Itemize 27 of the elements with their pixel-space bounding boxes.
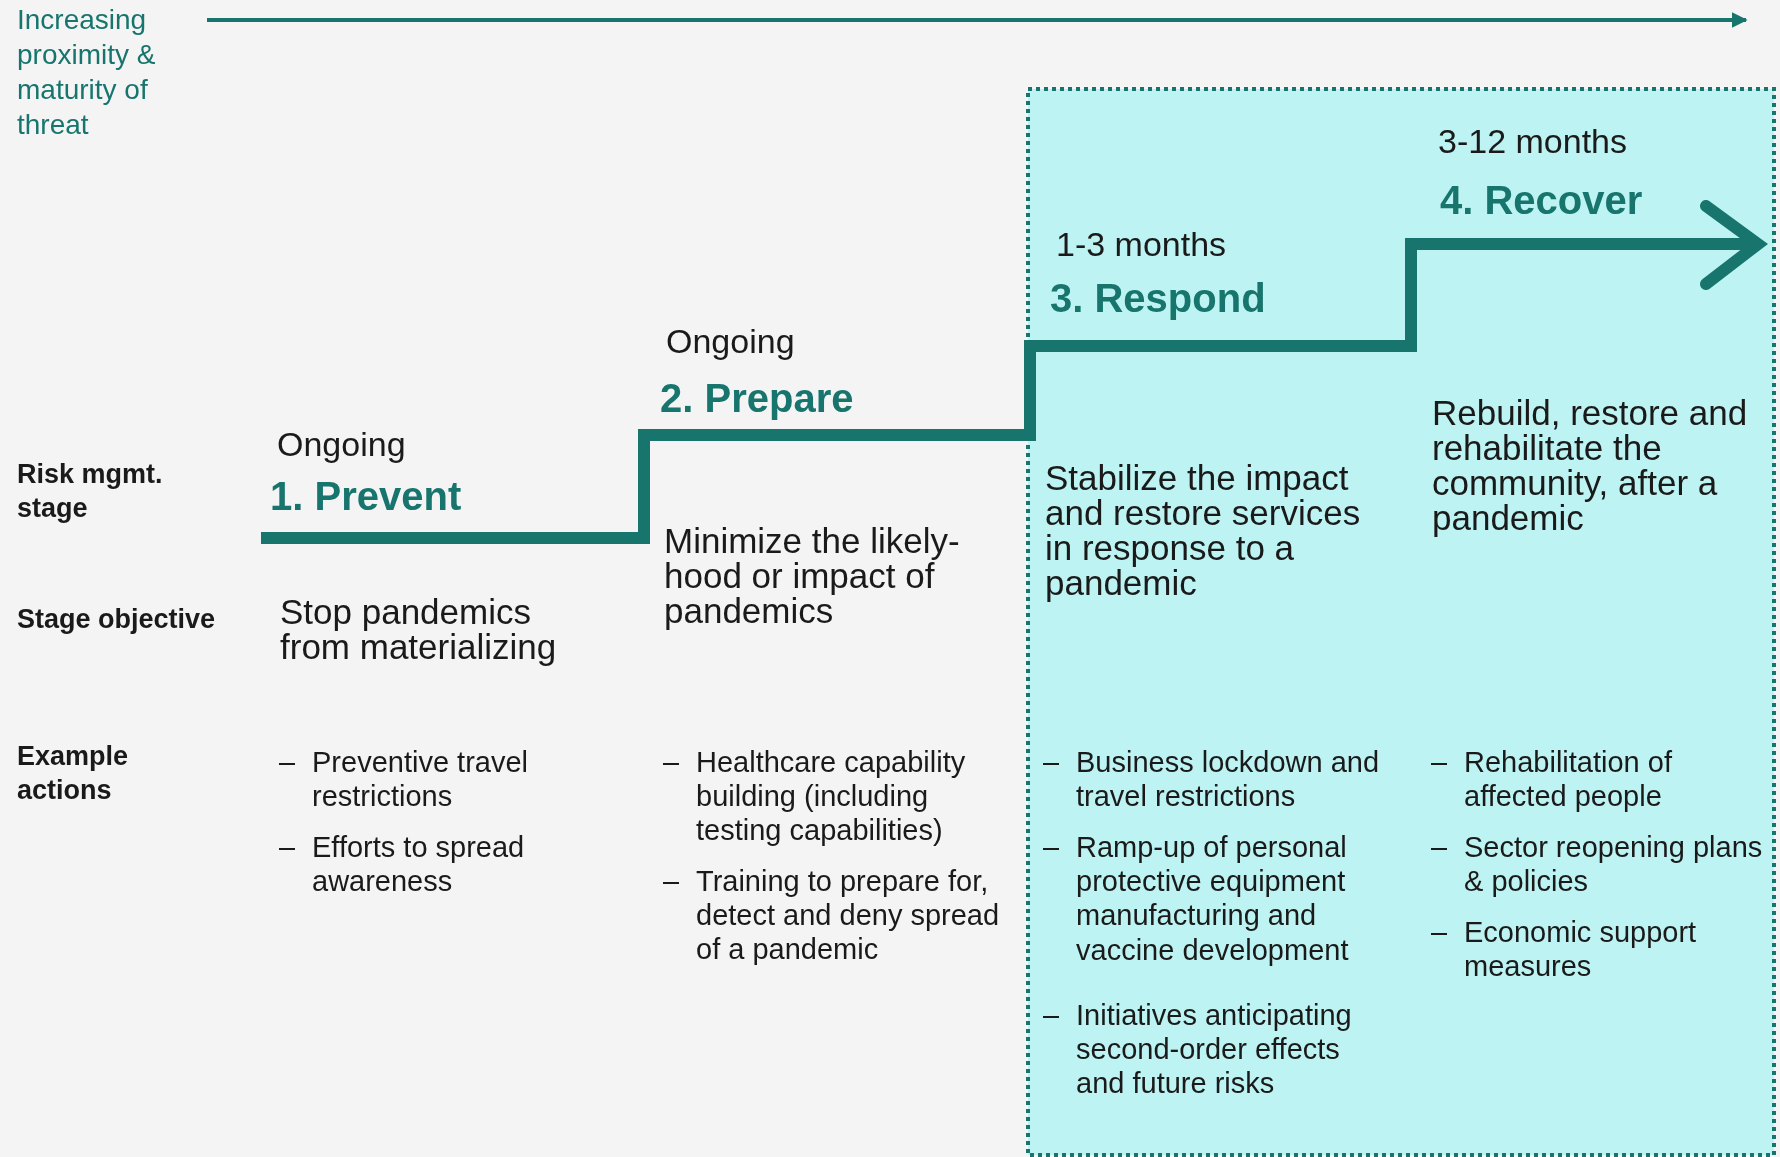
- row-header: Risk mgmt. stage: [17, 458, 164, 525]
- objective-text: Stabilize the impact and restore services in response to a pandemic: [1045, 460, 1362, 600]
- action-item: Initiatives anticipating second-order effects and future risks: [1076, 998, 1353, 1101]
- axis-label: Increasing proximity & maturity of threat: [17, 3, 157, 142]
- duration-label: 3-12 months: [1438, 123, 1628, 161]
- objective-text: Rebuild, restore and rehabilitate the community, after a pandemic: [1432, 395, 1749, 535]
- stage-title: 1. Prevent: [270, 474, 463, 518]
- objective-text: Minimize the likely-hood or impact of pandemics: [664, 523, 961, 628]
- stage-title: 4. Recover: [1440, 178, 1644, 222]
- duration-label: 1-3 months: [1056, 226, 1228, 264]
- duration-label: Ongoing: [666, 323, 796, 361]
- action-item: Ramp-up of personal protective equipment manufacturing and vaccine development: [1076, 830, 1350, 967]
- highlight-band: [1026, 87, 1776, 1157]
- stage-title: 2. Prepare: [660, 376, 855, 420]
- duration-label: Ongoing: [277, 426, 407, 464]
- action-item: Training to prepare for, detect and deny spread of a pandemic: [696, 864, 1001, 967]
- stage-title: 3. Respond: [1050, 276, 1267, 320]
- action-item: Preventive travel restrictions: [312, 745, 529, 814]
- action-item: Sector reopening plans & policies: [1464, 830, 1764, 899]
- action-item: Healthcare capability building (including testing capabilities): [696, 745, 967, 848]
- action-item: Rehabilitation of affected people: [1464, 745, 1673, 814]
- row-header: Example actions: [17, 740, 130, 807]
- action-item: Business lockdown and travel restrictions: [1076, 745, 1381, 814]
- objective-text: Stop pandemics from materializing: [280, 594, 558, 664]
- action-item: Economic support measures: [1464, 915, 1698, 984]
- row-header: Stage objective: [17, 603, 217, 636]
- action-item: Efforts to spread awareness: [312, 830, 526, 899]
